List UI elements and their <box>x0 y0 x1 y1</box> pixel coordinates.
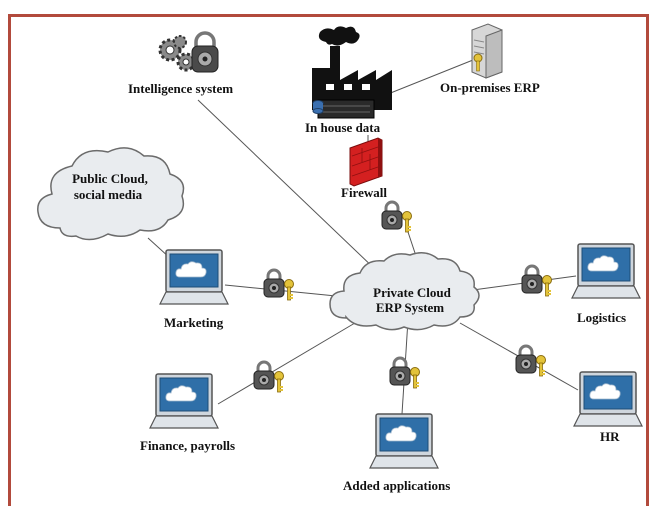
monitor-cloud-icon <box>573 371 643 427</box>
firewall-label: Firewall <box>341 185 387 200</box>
monitor-cloud-icon <box>149 373 219 429</box>
padlock-key-icon <box>520 264 553 298</box>
private-cloud-line1: Private Cloud <box>373 285 451 300</box>
padlock-key-icon <box>514 344 547 378</box>
added-applications-label: Added applications <box>343 478 450 493</box>
firewall-icon <box>349 137 383 187</box>
diagram-frame <box>8 14 649 506</box>
factory-icon <box>312 26 392 110</box>
private-cloud-line2: ERP System <box>376 300 444 315</box>
padlock-key-icon <box>252 360 285 394</box>
marketing-label: Marketing <box>164 315 224 330</box>
intelligence-system-label: Intelligence system <box>128 81 233 96</box>
monitor-cloud-icon <box>369 413 439 469</box>
public-cloud-line2: social media <box>74 187 143 202</box>
public-cloud-line1: Public Cloud, <box>72 171 148 186</box>
gears-lock-icon <box>158 31 219 73</box>
padlock-key-icon <box>388 356 421 390</box>
monitor-cloud-icon <box>159 249 229 305</box>
private-cloud-erp: Private Cloud ERP System <box>329 252 480 331</box>
server-tower-icon <box>471 23 503 79</box>
logistics-label: Logistics <box>577 310 626 325</box>
padlock-key-icon <box>262 268 295 302</box>
padlock-key-icon <box>380 200 413 234</box>
finance-payrolls-label: Finance, payrolls <box>140 438 235 453</box>
on-premises-erp-label: On-premises ERP <box>440 80 540 95</box>
public-cloud: Public Cloud, social media <box>37 147 185 241</box>
hr-label: HR <box>600 429 620 444</box>
server-rack-icon <box>312 99 375 119</box>
monitor-cloud-icon <box>571 243 641 299</box>
in-house-data-label: In house data <box>305 120 381 135</box>
